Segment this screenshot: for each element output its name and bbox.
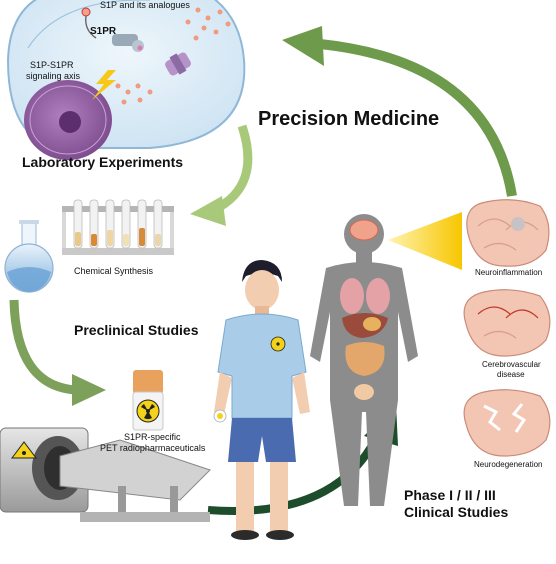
scanner-icon xyxy=(0,427,211,522)
brain-cerebrovascular xyxy=(463,289,551,357)
label-precision-medicine: Precision Medicine xyxy=(258,108,440,130)
radiation-icon xyxy=(141,404,155,420)
imaging-beam xyxy=(388,212,462,270)
membrane-channel xyxy=(165,52,191,76)
label-s1pr: S1PR xyxy=(90,26,117,37)
label-cerebrovascular-line1: Cerebrovascular xyxy=(482,360,541,369)
precision-medicine-arrow xyxy=(282,26,517,197)
label-preclinical-studies: Preclinical Studies xyxy=(74,322,199,338)
brain-icon xyxy=(349,219,379,241)
label-phase: Phase I / II / III xyxy=(404,487,496,503)
human-figure xyxy=(213,260,310,540)
label-pet-line1: S1PR-specific xyxy=(124,432,181,442)
label-s1p-analogues: S1P and its analogues xyxy=(100,0,190,10)
label-laboratory-experiments: Laboratory Experiments xyxy=(22,154,184,170)
lab-to-synthesis-arrow xyxy=(190,124,253,226)
label-chemical-synthesis: Chemical Synthesis xyxy=(74,266,154,276)
test-tube-rack-icon xyxy=(62,199,174,255)
cell-illustration xyxy=(6,0,246,160)
patient-silhouette xyxy=(310,214,418,506)
label-axis-line1: S1P-S1PR xyxy=(30,60,74,70)
nucleus xyxy=(24,80,112,160)
brain-neuroinflammation xyxy=(466,199,550,267)
signal-bolt-icon xyxy=(92,70,116,100)
label-clinical-studies: Clinical Studies xyxy=(404,504,509,520)
s1p-molecules xyxy=(115,7,231,105)
s1pr-receptor xyxy=(81,7,144,52)
brain-neurodegeneration xyxy=(463,389,551,457)
label-neurodegeneration: Neurodegeneration xyxy=(474,460,543,469)
label-cerebrovascular-line2: disease xyxy=(497,370,525,379)
label-pet-line2: PET radiopharmaceuticals xyxy=(100,443,206,453)
vial-icon xyxy=(132,370,164,431)
label-axis-line2: signaling axis xyxy=(26,71,81,81)
flask-icon xyxy=(4,220,54,293)
label-neuroinflammation: Neuroinflammation xyxy=(475,268,543,277)
flask-to-pet-arrow xyxy=(9,299,106,406)
